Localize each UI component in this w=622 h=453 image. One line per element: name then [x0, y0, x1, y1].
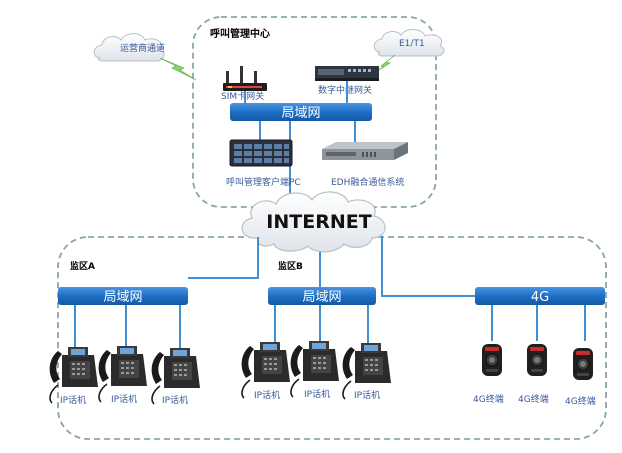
- operator-channel-label: 运营商通道: [120, 42, 165, 54]
- client-pc-icon: [229, 139, 293, 167]
- operator-channel-cloud: 运营商通道: [93, 33, 165, 62]
- ip-phone-icon: [97, 345, 148, 403]
- g4-terminal-label-1: 4G终端: [473, 393, 504, 405]
- region-b-phone-label-1: IP话机: [254, 389, 280, 401]
- ip-phone-icon: [289, 340, 340, 398]
- ip-phone-icon: [240, 341, 291, 399]
- region-b-lan-label: 局域网: [302, 290, 341, 305]
- center-lan-bar: [230, 103, 372, 121]
- body-camera-icon: [572, 347, 594, 381]
- client-pc-label: 呼叫管理客户端PC: [226, 176, 301, 188]
- region-b-phone-label-2: IP话机: [304, 388, 330, 400]
- g4-lan-label: 4G: [531, 290, 549, 305]
- e1-t1-cloud: E1/T1: [373, 29, 445, 57]
- g4-terminal-label-2: 4G终端: [518, 393, 549, 405]
- region-a-title: 监区A: [70, 260, 95, 272]
- body-camera-icon: [481, 343, 503, 377]
- internet-label: INTERNET: [266, 211, 371, 233]
- region-b-lan-bar: [268, 287, 376, 305]
- region-a-lan-label: 局域网: [103, 290, 142, 305]
- internet-to-region-a-link: [188, 237, 259, 279]
- region-b-title: 监区B: [278, 260, 303, 272]
- ip-phone-icon: [48, 346, 99, 404]
- center-lan-label: 局域网: [281, 106, 320, 121]
- wireless-link-icon: [159, 57, 197, 81]
- region-a-lan-bar: [58, 287, 188, 305]
- digital-gateway-label: 数字中继网关: [318, 84, 372, 96]
- internet-to-4g-link: [381, 236, 475, 297]
- g4-terminal-label-3: 4G终端: [565, 395, 596, 407]
- call-center-title: 呼叫管理中心: [210, 27, 270, 40]
- edh-server-icon: [322, 142, 408, 160]
- region-a-phone-label-1: IP话机: [60, 394, 86, 406]
- body-camera-icon: [526, 343, 548, 377]
- e1-t1-label: E1/T1: [399, 39, 425, 49]
- region-b-phone-label-3: IP话机: [354, 389, 380, 401]
- sim-gateway-label: SIM卡网关: [221, 90, 264, 102]
- region-a-phone-label-3: IP话机: [162, 394, 188, 406]
- g4-lan-bar: [475, 287, 605, 305]
- digital-gateway-icon: [315, 66, 379, 81]
- sim-gateway-icon: [223, 66, 267, 91]
- regions-boundary: [57, 236, 607, 440]
- region-a-phone-label-2: IP话机: [111, 393, 137, 405]
- internet-cloud: INTERNET: [241, 191, 386, 253]
- edh-system-label: EDH融合通信系统: [331, 176, 404, 188]
